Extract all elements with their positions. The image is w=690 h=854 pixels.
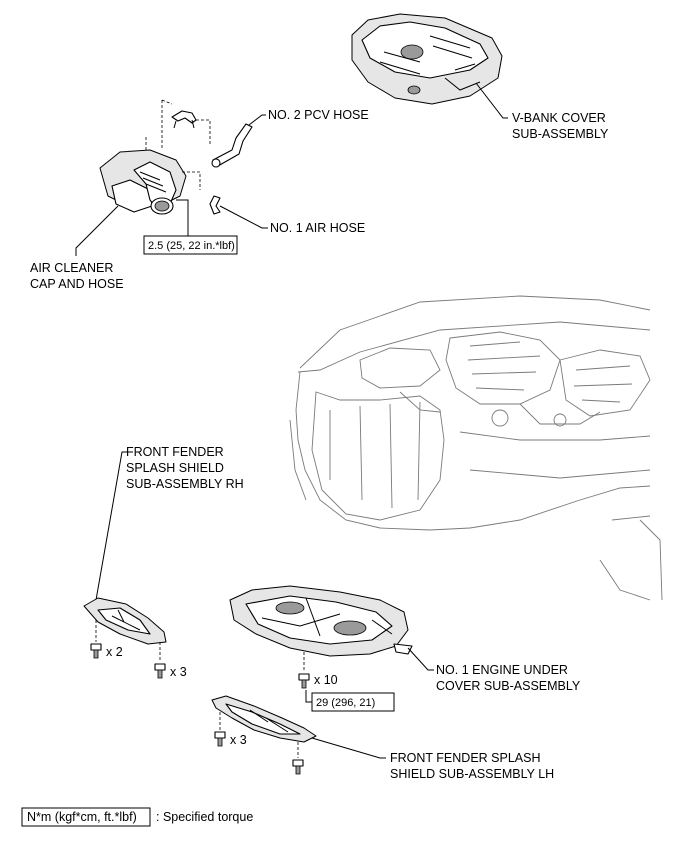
- legend-description: : Specified torque: [156, 810, 253, 824]
- fender-lh-label-2: SHIELD SUB-ASSEMBLY LH: [390, 767, 554, 781]
- fender-lh-label-1: FRONT FENDER SPLASH: [390, 751, 541, 765]
- clamp-torque-box: [143, 235, 238, 255]
- hose-fitting-part: [171, 110, 197, 129]
- rh-clip-icon: [90, 643, 102, 659]
- air-cleaner-guide-dashes: [145, 136, 201, 190]
- v-bank-cover-part: [351, 13, 503, 105]
- lh-bolt-icon-2: [292, 759, 304, 775]
- fender-rh-label-2: SPLASH SHIELD: [126, 461, 224, 475]
- air-cleaner-cap-part: [99, 149, 187, 215]
- engine-under-label-2: COVER SUB-ASSEMBLY: [436, 679, 581, 693]
- clamp-torque-leader: [176, 199, 189, 236]
- under-torque-leader: [305, 690, 312, 703]
- lh-bolt-icon: [214, 731, 226, 747]
- air-cleaner-label-1: AIR CLEANER: [30, 261, 113, 275]
- fitting-guide-dashes: [161, 99, 211, 148]
- engine-under-label-1: NO. 1 ENGINE UNDER: [436, 663, 568, 677]
- lh-bolt-qty: x 3: [230, 733, 247, 747]
- under-torque-box: [311, 692, 395, 712]
- engine-under-leader: [407, 647, 434, 671]
- pcv-hose-part: [211, 123, 253, 168]
- fender-lh-part: [211, 695, 317, 743]
- rh-bolt-qty: x 3: [170, 665, 187, 679]
- v-bank-cover-label-2: SUB-ASSEMBLY: [512, 127, 609, 141]
- fender-rh-part: [83, 597, 167, 645]
- pcv-hose-label: NO. 2 PCV HOSE: [268, 108, 369, 122]
- under-cover-bolt-icon: [298, 673, 310, 689]
- clamp-torque-value: 2.5 (25, 22 in.*lbf): [148, 240, 235, 252]
- v-bank-cover-label-1: V-BANK COVER: [512, 111, 606, 125]
- legend-unit-text: N*m (kgf*cm, ft.*lbf): [27, 810, 137, 824]
- fender-rh-label-3: SUB-ASSEMBLY RH: [126, 477, 244, 491]
- rh-bolt-icon: [154, 663, 166, 679]
- pcv-hose-leader: [248, 114, 266, 126]
- under-torque-value: 29 (296, 21): [316, 697, 375, 709]
- fender-lh-leader: [311, 737, 386, 759]
- air-hose-leader: [219, 205, 268, 229]
- air-cleaner-label-2: CAP AND HOSE: [30, 277, 124, 291]
- engine-under-cover-part: [229, 585, 413, 657]
- fender-rh-label-1: FRONT FENDER: [126, 445, 224, 459]
- v-bank-cover-leader: [475, 82, 508, 119]
- air-cleaner-leader: [75, 205, 119, 256]
- air-hose-label: NO. 1 AIR HOSE: [270, 221, 365, 235]
- legend-unit-box: [21, 807, 151, 827]
- under-cover-bolt-qty: x 10: [314, 673, 338, 687]
- air-hose-part: [209, 195, 221, 215]
- vehicle-outline: [289, 295, 663, 601]
- rh-clip-qty: x 2: [106, 645, 123, 659]
- fender-rh-leader: [95, 451, 128, 601]
